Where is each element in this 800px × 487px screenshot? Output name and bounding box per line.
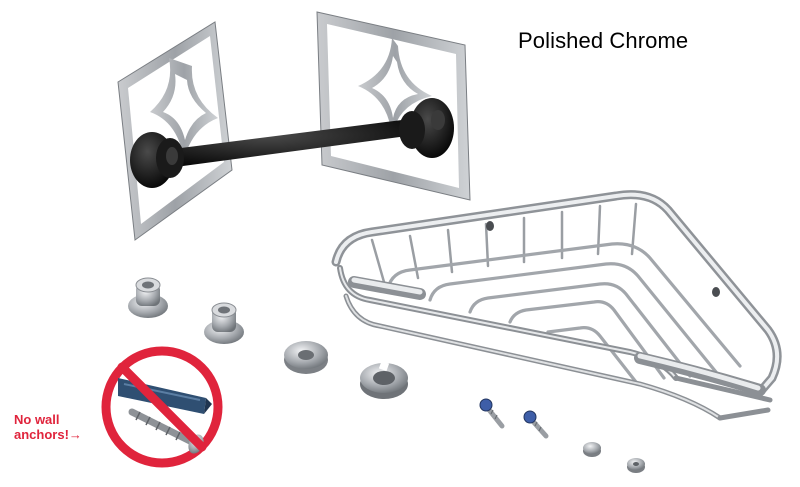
left-wall-plate: [117, 21, 233, 241]
cap-2: [627, 458, 645, 473]
right-wall-plate: [316, 11, 471, 201]
washer: [284, 341, 328, 374]
cap-1: [583, 442, 601, 457]
warning-note: No wall anchors!→: [14, 412, 82, 442]
mounting-knob-1: [128, 277, 168, 318]
screw-2: [523, 410, 549, 439]
warning-line-2: anchors!→: [14, 427, 82, 442]
corner-wire-basket: [331, 190, 782, 421]
mount-ring: [360, 360, 408, 399]
mounting-knob-2: [204, 302, 244, 344]
screw-1: [479, 398, 505, 429]
finish-label: Polished Chrome: [518, 28, 689, 53]
towel-bar: [130, 98, 454, 188]
warning-line-1: No wall: [14, 412, 60, 427]
no-symbol-icon: [101, 346, 223, 468]
